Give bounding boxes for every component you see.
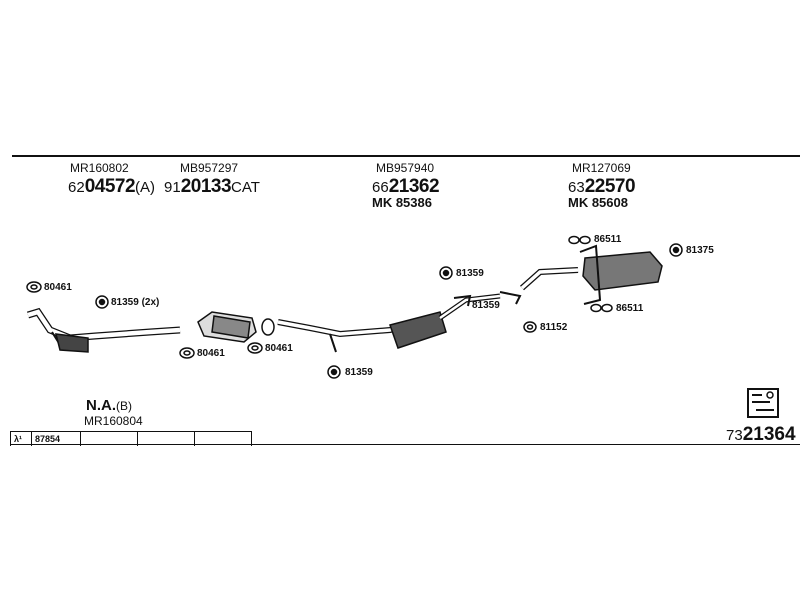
na-oem-number: MR160804 xyxy=(84,414,143,428)
part-number-4: 6322570 xyxy=(568,176,636,197)
label-hanger-a: 86511 xyxy=(594,234,622,245)
label-bolt-c: 81359 xyxy=(456,268,484,279)
oem-number-4: MR127069 xyxy=(572,161,631,175)
part-number-2: 9120133CAT xyxy=(164,176,260,197)
na-label: N.A.(B) xyxy=(86,397,132,414)
ring-icon-a xyxy=(523,321,537,333)
empty-cell-2 xyxy=(138,432,195,446)
code-cell: 87854 xyxy=(32,432,81,446)
oem-number-2: MB957297 xyxy=(180,161,239,175)
top-divider xyxy=(12,155,800,157)
label-mount-a: 81359 xyxy=(472,300,500,311)
label-bolt-a: 81359 (2x) xyxy=(111,297,160,308)
hanger-icon-a xyxy=(568,235,591,245)
bolt-icon-b xyxy=(327,365,341,379)
label-gasket-b: 80461 xyxy=(197,348,225,359)
gasket-icon-a xyxy=(26,281,42,293)
part-number-3: 6621362 xyxy=(372,176,440,197)
bottom-divider xyxy=(10,444,800,445)
oem-number-3: MB957940 xyxy=(376,161,435,175)
empty-cell-3 xyxy=(195,432,251,446)
center-muffler xyxy=(389,311,447,349)
mk-number-4: MK 85608 xyxy=(568,195,628,210)
bolt-icon-a xyxy=(95,295,109,309)
hanger-icon-b xyxy=(590,303,613,313)
label-bolt-d: 81375 xyxy=(686,245,714,256)
code-box: λ¹ 87854 xyxy=(10,431,252,446)
gasket-icon-c xyxy=(247,342,263,354)
gasket-icon-b xyxy=(179,347,195,359)
bolt-icon-c xyxy=(439,266,453,280)
rear-muffler xyxy=(582,251,663,291)
label-gasket-c: 80461 xyxy=(265,343,293,354)
part-number-1: 6204572(A) xyxy=(68,176,156,197)
lambda-cell: λ¹ xyxy=(11,432,32,446)
label-gasket-a: 80461 xyxy=(44,282,72,293)
label-bolt-b: 81359 xyxy=(345,367,373,378)
logo-icon xyxy=(747,388,779,418)
label-hanger-b: 86511 xyxy=(616,303,644,314)
flex-section xyxy=(55,333,89,353)
bolt-icon-d xyxy=(669,243,683,257)
oem-number-1: MR160802 xyxy=(70,161,129,175)
mk-number-3: MK 85386 xyxy=(372,195,432,210)
empty-cell-1 xyxy=(81,432,138,446)
reference-number: 7321364 xyxy=(726,424,796,445)
label-ring-a: 81152 xyxy=(540,322,568,333)
